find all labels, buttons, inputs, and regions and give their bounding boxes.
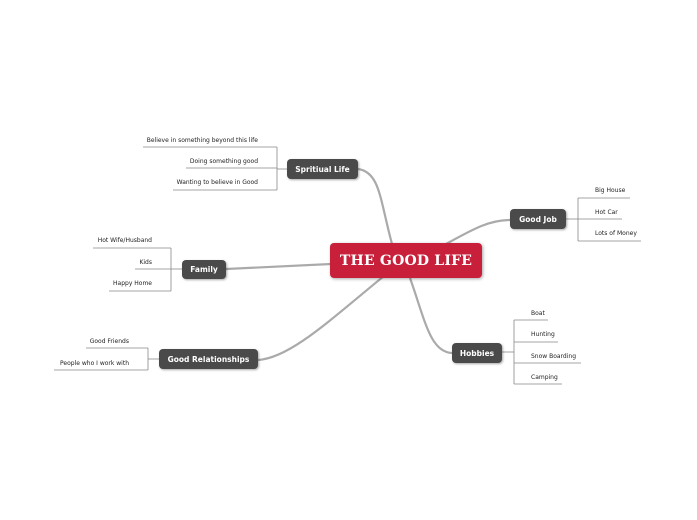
branch-family[interactable]: Family [182,260,226,279]
leaf-relationships-2[interactable]: People who I work with [60,360,129,367]
leaf-family-3[interactable]: Happy Home [113,280,152,287]
connector-spiritual [357,167,394,245]
branch-spiritual-life[interactable]: Spritiual Life [287,159,358,179]
leaf-relationships-1[interactable]: Good Friends [89,338,129,345]
leaf-hobbies-1[interactable]: Boat [531,310,545,317]
leaf-job-3[interactable]: Lots of Money [595,230,637,237]
hobbies-leaf-lines [502,319,581,385]
leaf-hobbies-2[interactable]: Hunting [531,331,555,338]
spiritual-leaf-lines [143,146,287,191]
connector-family [225,262,332,271]
leaf-job-1[interactable]: Big House [595,187,626,194]
connector-relationships [257,275,385,362]
branch-good-job[interactable]: Good Job [510,209,566,229]
leaf-hobbies-3[interactable]: Snow Boarding [531,353,577,360]
leaf-hobbies-4[interactable]: Camping [531,374,558,381]
connector-hobbies [408,277,453,355]
leaf-family-1[interactable]: Hot Wife/Husband [97,237,152,244]
branch-good-relationships[interactable]: Good Relationships [159,349,258,369]
connector-job [445,218,511,245]
central-topic[interactable]: THE GOOD LIFE [330,243,482,278]
leaf-job-2[interactable]: Hot Car [595,209,618,216]
family-leaf-lines [93,247,182,292]
relationships-leaf-lines [54,347,159,371]
leaf-spiritual-1[interactable]: Believe in something beyond this life [146,137,258,144]
leaf-family-2[interactable]: Kids [139,259,152,266]
leaf-spiritual-2[interactable]: Doing something good [189,158,258,165]
leaf-spiritual-3[interactable]: Wanting to believe in Good [176,179,258,186]
job-leaf-lines [566,197,641,242]
branch-hobbies[interactable]: Hobbies [452,343,502,363]
